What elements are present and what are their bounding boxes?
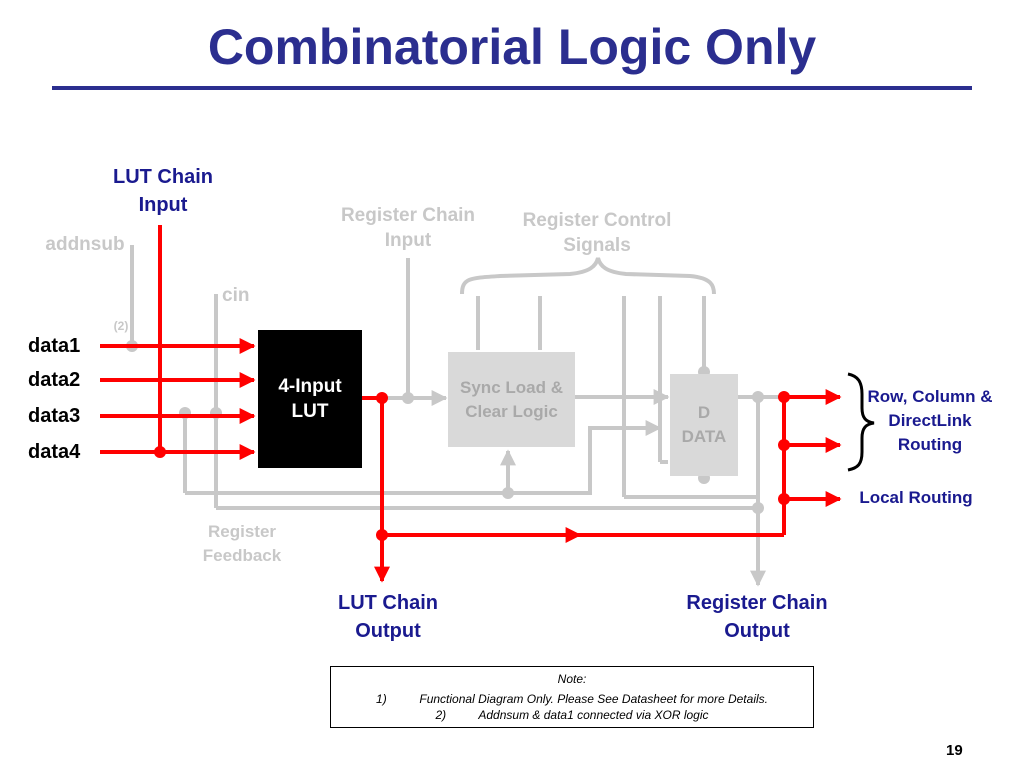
routing-brace: [847, 372, 875, 472]
note-item-1-text: Functional Diagram Only. Please See Data…: [419, 692, 768, 706]
note-item-2-number: 2): [435, 708, 447, 722]
register-control-signals-label: Register Control Signals: [522, 210, 672, 256]
data2-label: data2: [28, 369, 81, 391]
active-wiring: [100, 225, 842, 583]
page-number: 19: [946, 742, 963, 759]
cin-label: cin: [222, 285, 250, 306]
register-d-label: D: [697, 403, 711, 422]
local-routing-label: Local Routing: [859, 488, 973, 507]
register-chain-output-label: Register Chain Output: [686, 592, 828, 642]
note-box: Note: 1) Functional Diagram Only. Please…: [330, 666, 814, 728]
active-junctions: [154, 391, 790, 541]
note-heading: Note:: [557, 672, 587, 686]
sync-load-clear-block: Sync Load & Clear Logic: [448, 352, 575, 447]
note-item-2: 2) Addnsum & data1 connected via XOR log…: [331, 708, 813, 723]
note-item-2-text: Addnsum & data1 connected via XOR logic: [478, 708, 709, 722]
note-item-1-number: 1): [376, 692, 387, 706]
data1-label: data1: [28, 335, 81, 357]
register-feedback-label: Register Feedback: [202, 522, 282, 565]
footnote-2-marker: (2): [113, 319, 129, 333]
register-chain-input-label: Register Chain Input: [340, 205, 476, 251]
inactive-junctions: [126, 340, 764, 514]
data4-label: data4: [28, 441, 81, 463]
row-column-routing-label: Row, Column & DirectLink Routing: [867, 387, 993, 454]
register-data-label: DATA: [681, 427, 727, 446]
data3-label: data3: [28, 405, 81, 427]
note-item-1: 1) Functional Diagram Only. Please See D…: [331, 692, 813, 707]
lut-chain-input-label: LUT Chain Input: [113, 166, 213, 216]
register-block: D DATA: [670, 374, 738, 476]
lut-chain-output-label: LUT Chain Output: [338, 592, 438, 642]
lut-block: 4-Input LUT: [258, 330, 362, 468]
inactive-wiring: [130, 245, 784, 587]
slide-title: Combinatorial Logic Only: [207, 19, 817, 75]
addnsub-label: addnsub: [45, 234, 125, 255]
title-underline: [52, 86, 972, 90]
